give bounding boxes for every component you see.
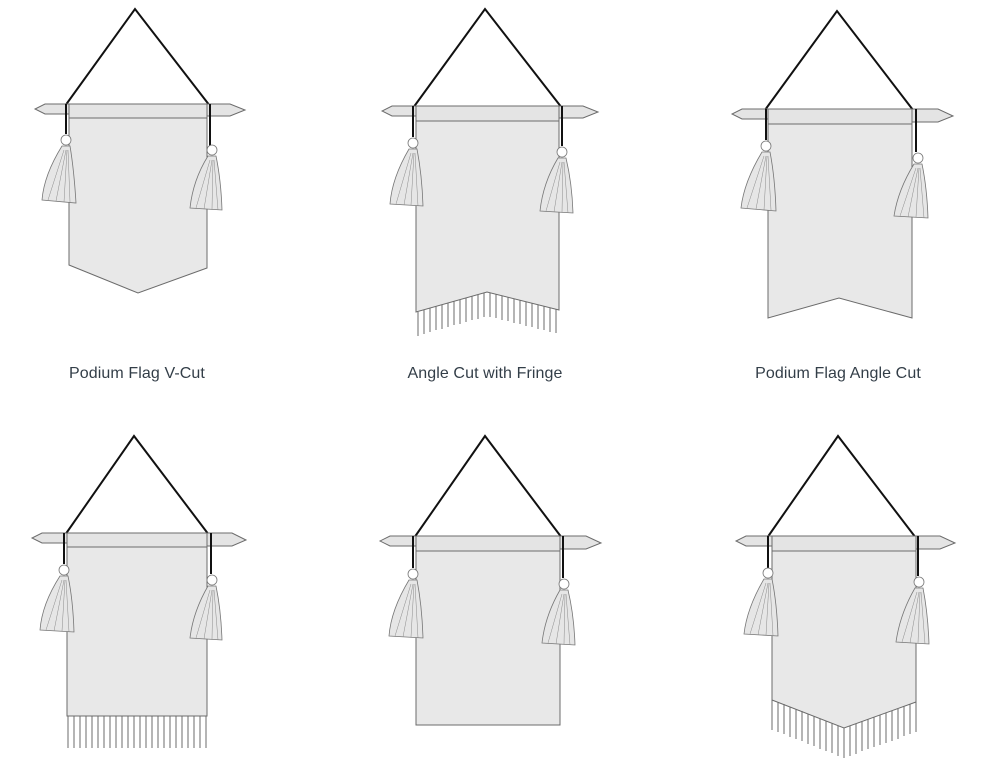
flag-illustration-angle-fringe: [380, 7, 600, 336]
rod-finial-left: [30, 532, 68, 544]
flag-caption[interactable]: Podium Flag V-Cut: [69, 365, 205, 382]
tassel-left: [740, 151, 777, 212]
flag-rod: [767, 108, 913, 125]
tassel-bead-left: [60, 134, 72, 146]
flag-card-angle-cut[interactable]: Podium Flag Angle Cut: [690, 0, 984, 390]
flag-body: [66, 545, 208, 717]
tassel-left: [389, 148, 424, 207]
flag-rod: [68, 103, 208, 119]
flag-caption[interactable]: Angle Cut with Fringe: [407, 365, 563, 382]
flag-body: [771, 549, 917, 729]
rod-finial-right: [559, 535, 603, 550]
flag-card-angle-fringe[interactable]: Angle Cut with Fringe: [340, 0, 640, 390]
flag-rod: [771, 535, 917, 552]
hanging-cord: [413, 434, 563, 539]
tassel-bead-left: [762, 567, 774, 579]
tassel-left: [743, 578, 779, 637]
tassel-left: [388, 579, 424, 639]
flag-rod: [415, 535, 561, 552]
rod-finial-right: [206, 103, 247, 117]
tassel-bead-left: [407, 568, 419, 580]
tassel-bead-left: [760, 140, 772, 152]
tassel-bead-left: [58, 564, 70, 576]
flag-illustration-straight-fringe: [30, 434, 248, 748]
flag-card-straight-fringe[interactable]: [0, 430, 300, 760]
tassel-right: [893, 163, 929, 219]
flag-fringe: [771, 700, 917, 758]
flag-rod: [415, 105, 560, 122]
hanging-cord: [412, 7, 563, 109]
rod-finial-left: [730, 108, 769, 120]
tassel-bead-right: [913, 576, 925, 588]
rod-finial-left: [378, 535, 417, 547]
tassel-bead-right: [556, 146, 568, 158]
flag-body: [767, 123, 913, 319]
hanging-cord: [64, 7, 211, 107]
flag-body: [415, 120, 560, 313]
flag-card-v-cut[interactable]: Podium Flag V-Cut: [0, 0, 300, 390]
tassel-bead-right: [912, 152, 924, 164]
rod-finial-right: [206, 532, 248, 547]
tassel-right: [189, 155, 223, 211]
tassel-bead-right: [206, 144, 218, 156]
flag-illustration-straight: [378, 434, 603, 726]
tassel-bead-right: [206, 574, 218, 586]
flag-caption[interactable]: Podium Flag Angle Cut: [755, 365, 921, 382]
flag-rod: [66, 532, 208, 548]
tassel-bead-right: [558, 578, 570, 590]
tassel-bead-left: [407, 137, 419, 149]
hanging-cord: [764, 9, 914, 111]
rod-finial-right: [558, 105, 600, 119]
flag-body: [68, 117, 208, 294]
tassel-left: [41, 145, 77, 204]
rod-finial-right: [915, 535, 957, 550]
flag-card-pointed-fringe[interactable]: [690, 430, 984, 760]
rod-finial-right: [911, 108, 955, 123]
tassel-right: [895, 587, 930, 645]
rod-finial-left: [380, 105, 417, 117]
hanging-cord: [766, 434, 917, 539]
flag-illustration-pointed-fringe: [734, 434, 957, 758]
hanging-cord: [64, 434, 210, 536]
flag-fringe: [417, 293, 557, 336]
rod-finial-left: [734, 535, 773, 547]
flag-illustration-v-cut: [33, 7, 247, 294]
rod-finial-left: [33, 103, 70, 115]
flag-card-straight[interactable]: [340, 430, 640, 760]
tassel-right: [189, 585, 223, 641]
flag-body: [415, 549, 561, 726]
flag-illustration-angle-cut: [730, 9, 955, 319]
flag-fringe: [67, 716, 207, 748]
tassel-left: [39, 575, 75, 633]
